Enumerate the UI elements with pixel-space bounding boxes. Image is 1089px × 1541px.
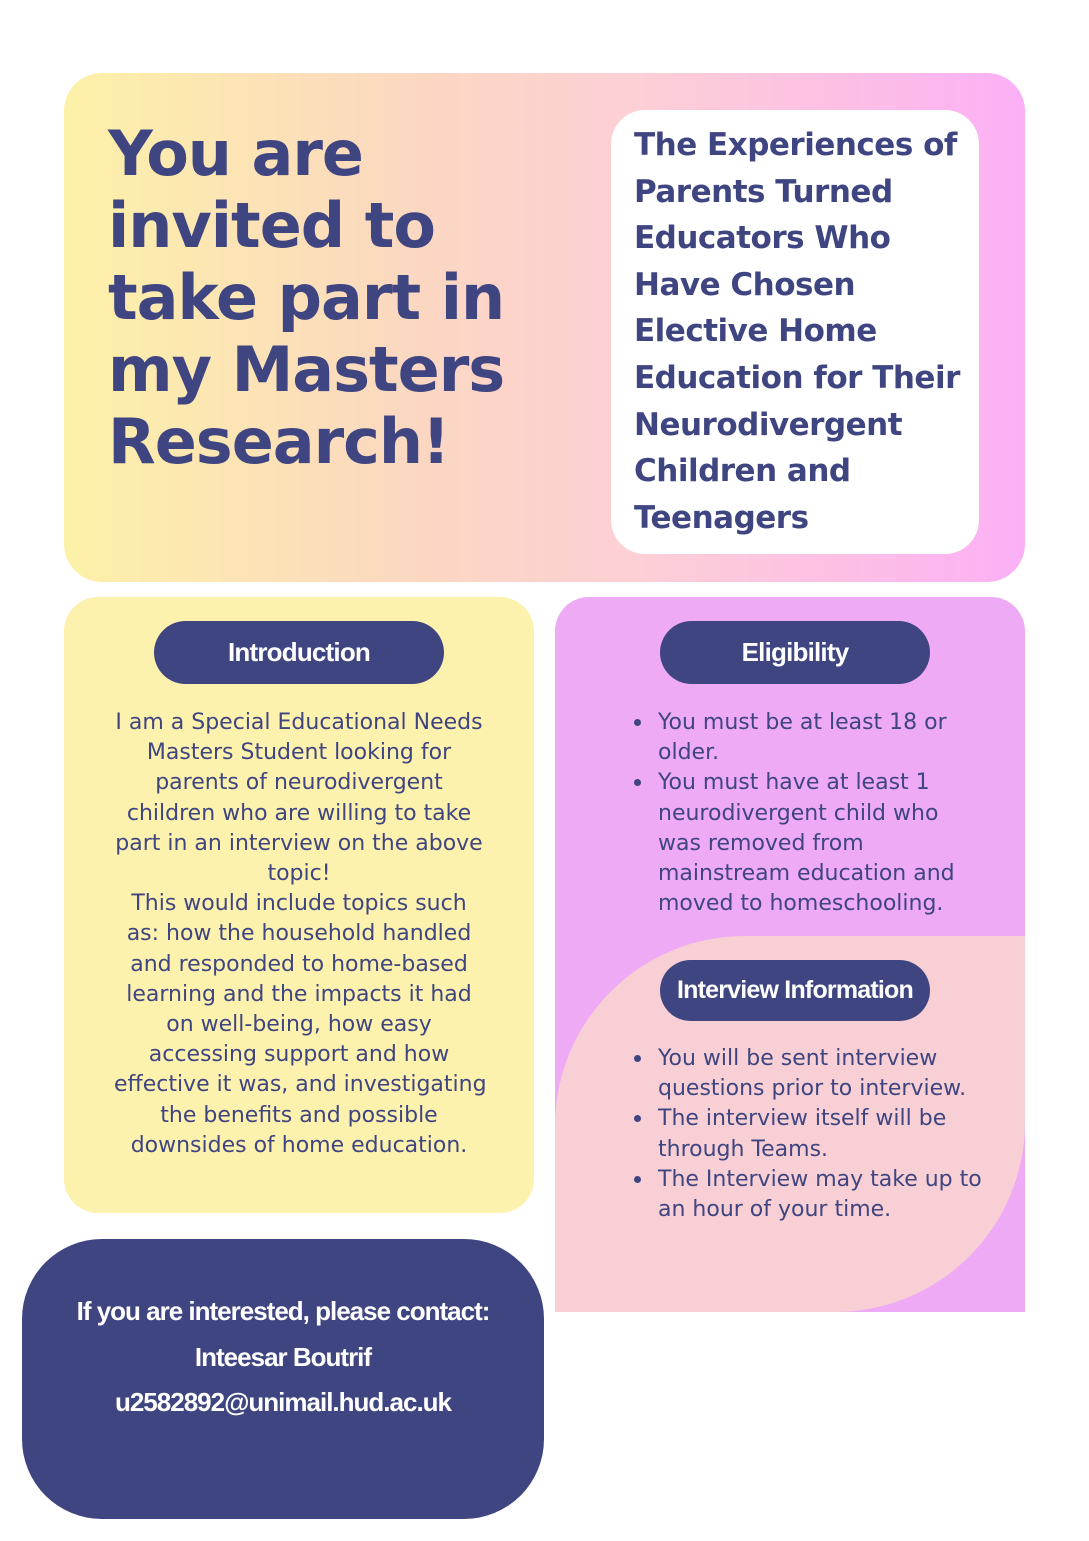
introduction-line: This would include topics such: [131, 891, 467, 917]
interview-item-line: through Teams.: [658, 1136, 829, 1162]
introduction-line: I am a Special Educational Needs: [115, 710, 483, 735]
introduction-line: parents of neurodivergent: [155, 770, 443, 796]
bullet-icon: [634, 1175, 641, 1183]
contact-prompt: If you are interested, please contact:: [76, 1296, 491, 1326]
study-title-box: [611, 110, 979, 554]
study-title-line: Educators Who: [634, 220, 891, 257]
eligibility-list: You must be at least 18 or older. You mu…: [634, 708, 955, 919]
bullet-icon: [634, 719, 641, 726]
interview-item-line: questions prior to interview.: [658, 1076, 967, 1102]
introduction-line: part in an interview on the above: [115, 830, 483, 856]
introduction-line: topic!: [267, 861, 331, 887]
introduction-line: the benefits and possible: [160, 1102, 438, 1128]
eligibility-heading: Eligibility: [660, 621, 930, 684]
introduction-line: Masters Student looking for: [146, 740, 452, 766]
hero-title-line: take part in: [108, 261, 505, 334]
hero-title: You are invited to take part in my Maste…: [108, 118, 528, 478]
contact-card: [22, 1239, 544, 1519]
study-title-line: Neurodivergent: [634, 406, 903, 443]
introduction-line: effective it was, and investigating: [114, 1072, 487, 1098]
study-title-line: Education for Their: [634, 359, 960, 396]
eligibility-item-line: You must be at least 18 or: [658, 710, 947, 735]
study-title-line: Parents Turned: [634, 173, 893, 210]
introduction-text: I am a Special Educational Needs Masters…: [114, 708, 487, 1161]
contact-email-link[interactable]: u2582892@unimail.hud.ac.uk: [114, 1387, 452, 1417]
eligibility-item: You must be at least 18 or older.: [634, 708, 955, 768]
hero-title-line: my Masters: [108, 333, 505, 406]
introduction-line: accessing support and how: [148, 1042, 450, 1068]
eligibility-item-line: moved to homeschooling.: [658, 891, 944, 917]
eligibility-item: You must have at least 1 neurodivergent …: [634, 768, 955, 919]
study-title: The Experiences of Parents Turned Educat…: [634, 122, 964, 541]
introduction-card: [64, 597, 534, 1213]
hero-title-line: You are: [108, 117, 364, 190]
eligibility-item-line: mainstream education and: [658, 861, 955, 887]
hero-title-line: invited to: [108, 189, 436, 262]
bullet-icon: [634, 1055, 641, 1062]
introduction-heading: Introduction: [154, 621, 444, 684]
study-title-line: Children and: [634, 453, 851, 490]
interview-information-list: You will be sent interview questions pri…: [634, 1044, 982, 1225]
introduction-line: as: how the household handled: [126, 921, 472, 947]
eligibility-item-line: was removed from: [658, 830, 864, 856]
study-title-line: Have Chosen: [634, 266, 856, 303]
introduction-line: learning and the impacts it had: [126, 981, 472, 1007]
eligibility-item-line: older.: [658, 740, 720, 766]
study-title-line: The Experiences of: [634, 127, 957, 163]
study-title-line: Teenagers: [634, 499, 809, 536]
interview-information-heading: Interview Information: [660, 960, 930, 1021]
introduction-line: downsides of home education.: [130, 1132, 468, 1158]
eligibility-item-line: You must have at least 1: [658, 770, 930, 796]
interview-item-line: The Interview may take up to: [658, 1166, 982, 1192]
interview-item: The Interview may take up to an hour of …: [634, 1165, 982, 1225]
hero-title-line: Research!: [108, 405, 450, 478]
introduction-line: and responded to home-based: [130, 951, 468, 977]
interview-item-line: You will be sent interview: [658, 1046, 938, 1071]
bullet-icon: [634, 1115, 641, 1123]
interview-item-line: an hour of your time.: [658, 1197, 892, 1223]
interview-item: You will be sent interview questions pri…: [634, 1044, 982, 1104]
interview-item: The interview itself will be through Tea…: [634, 1104, 982, 1164]
study-title-line: Elective Home: [634, 313, 877, 350]
interview-item-line: The interview itself will be: [658, 1106, 947, 1132]
contact-name: Inteesar Boutrif: [194, 1342, 372, 1372]
bullet-icon: [634, 779, 641, 787]
introduction-line: children who are willing to take: [126, 800, 472, 826]
introduction-line: on well-being, how easy: [166, 1012, 432, 1038]
eligibility-item-line: neurodivergent child who: [658, 800, 939, 826]
